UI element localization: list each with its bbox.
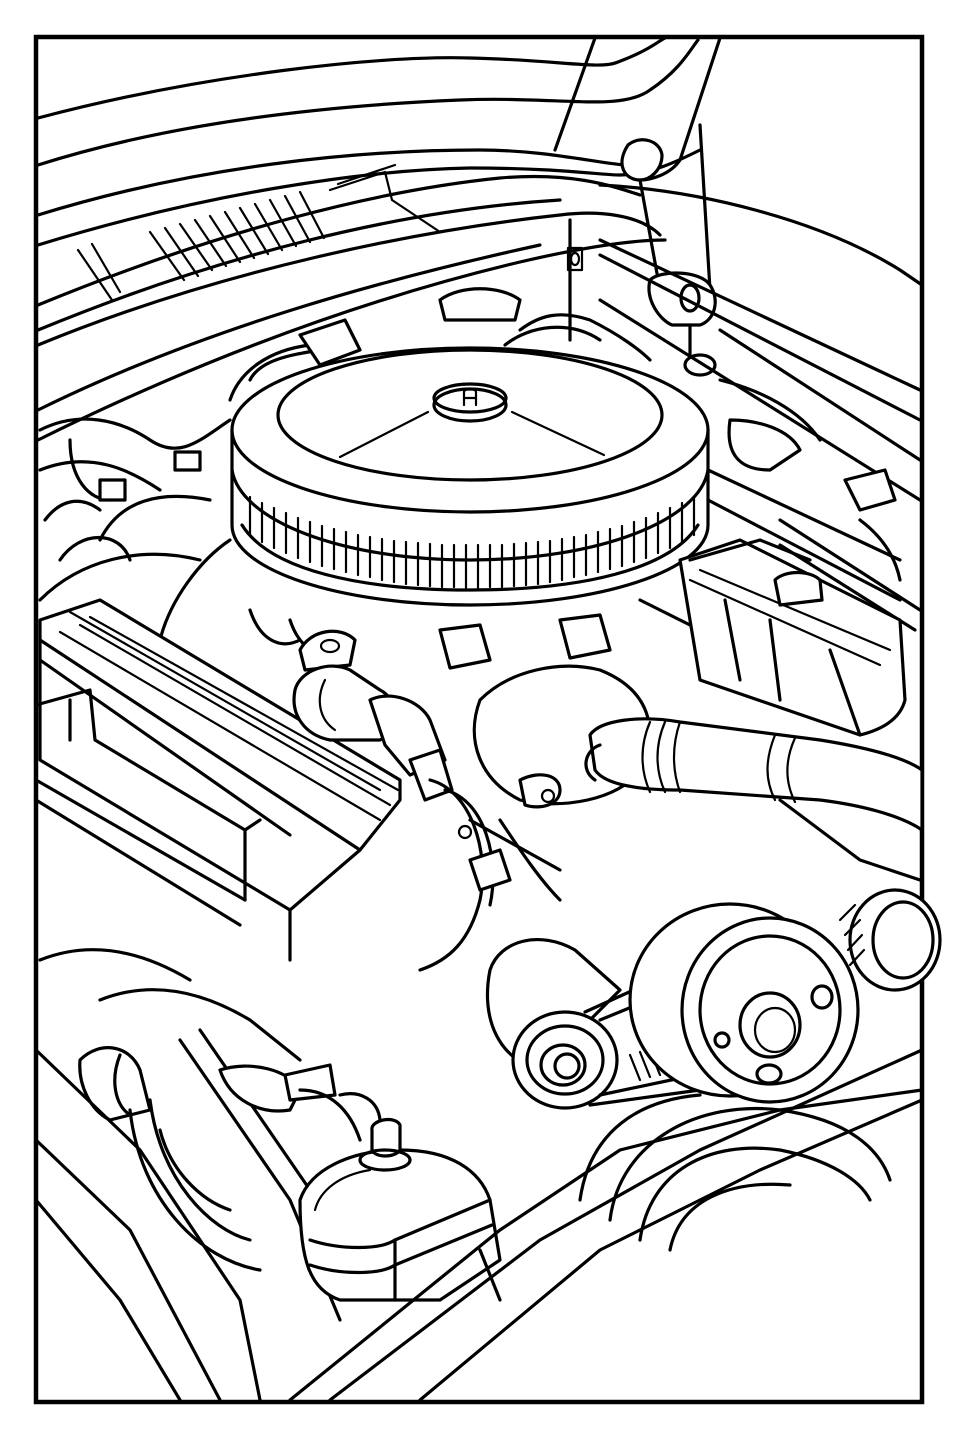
bay-lower-edge bbox=[288, 1048, 924, 1402]
hood-prop-rod bbox=[553, 36, 722, 377]
valve-cover-right bbox=[678, 538, 907, 737]
water-pump-pulley bbox=[628, 902, 860, 1104]
valve-cover-left bbox=[34, 598, 402, 962]
crank-pulley bbox=[578, 1093, 892, 1252]
wiring-harness bbox=[38, 287, 922, 632]
air-cleaner-filter-ribs bbox=[248, 495, 696, 590]
alternator-pulley bbox=[485, 938, 622, 1110]
cowl-vent bbox=[76, 163, 442, 302]
pulleys bbox=[485, 888, 942, 1252]
fan-pulley bbox=[838, 888, 942, 992]
fluid-reservoir bbox=[298, 1092, 502, 1302]
radiator-hose bbox=[584, 717, 924, 882]
firewall-right bbox=[566, 183, 924, 502]
lower-left-hoses bbox=[34, 948, 362, 1402]
air-cleaner bbox=[230, 346, 710, 607]
page-frame bbox=[33, 34, 925, 1405]
